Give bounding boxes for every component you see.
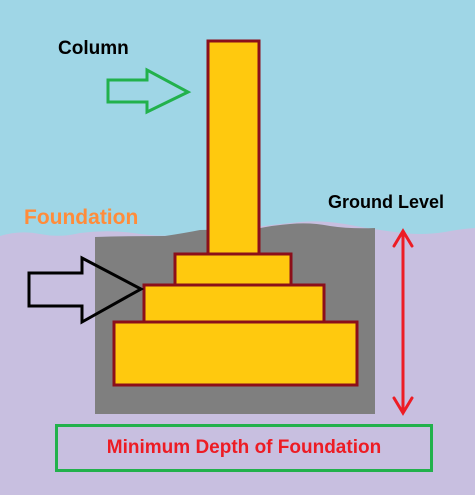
minimum-depth-label: Minimum Depth of Foundation — [106, 437, 382, 458]
ground-level-label: Ground Level — [328, 192, 445, 212]
column-arrow-icon — [106, 67, 192, 115]
depth-arrow-icon — [392, 228, 414, 416]
footing-step-middle — [142, 283, 326, 324]
minimum-depth-box: Minimum Depth of Foundation — [55, 424, 433, 472]
footing-step-bottom — [112, 320, 359, 387]
footing-step-top — [173, 252, 293, 287]
foundation-arrow-icon — [27, 255, 145, 325]
column-label: Column — [58, 38, 129, 59]
foundation-label: Foundation — [24, 206, 139, 229]
column — [206, 39, 261, 257]
